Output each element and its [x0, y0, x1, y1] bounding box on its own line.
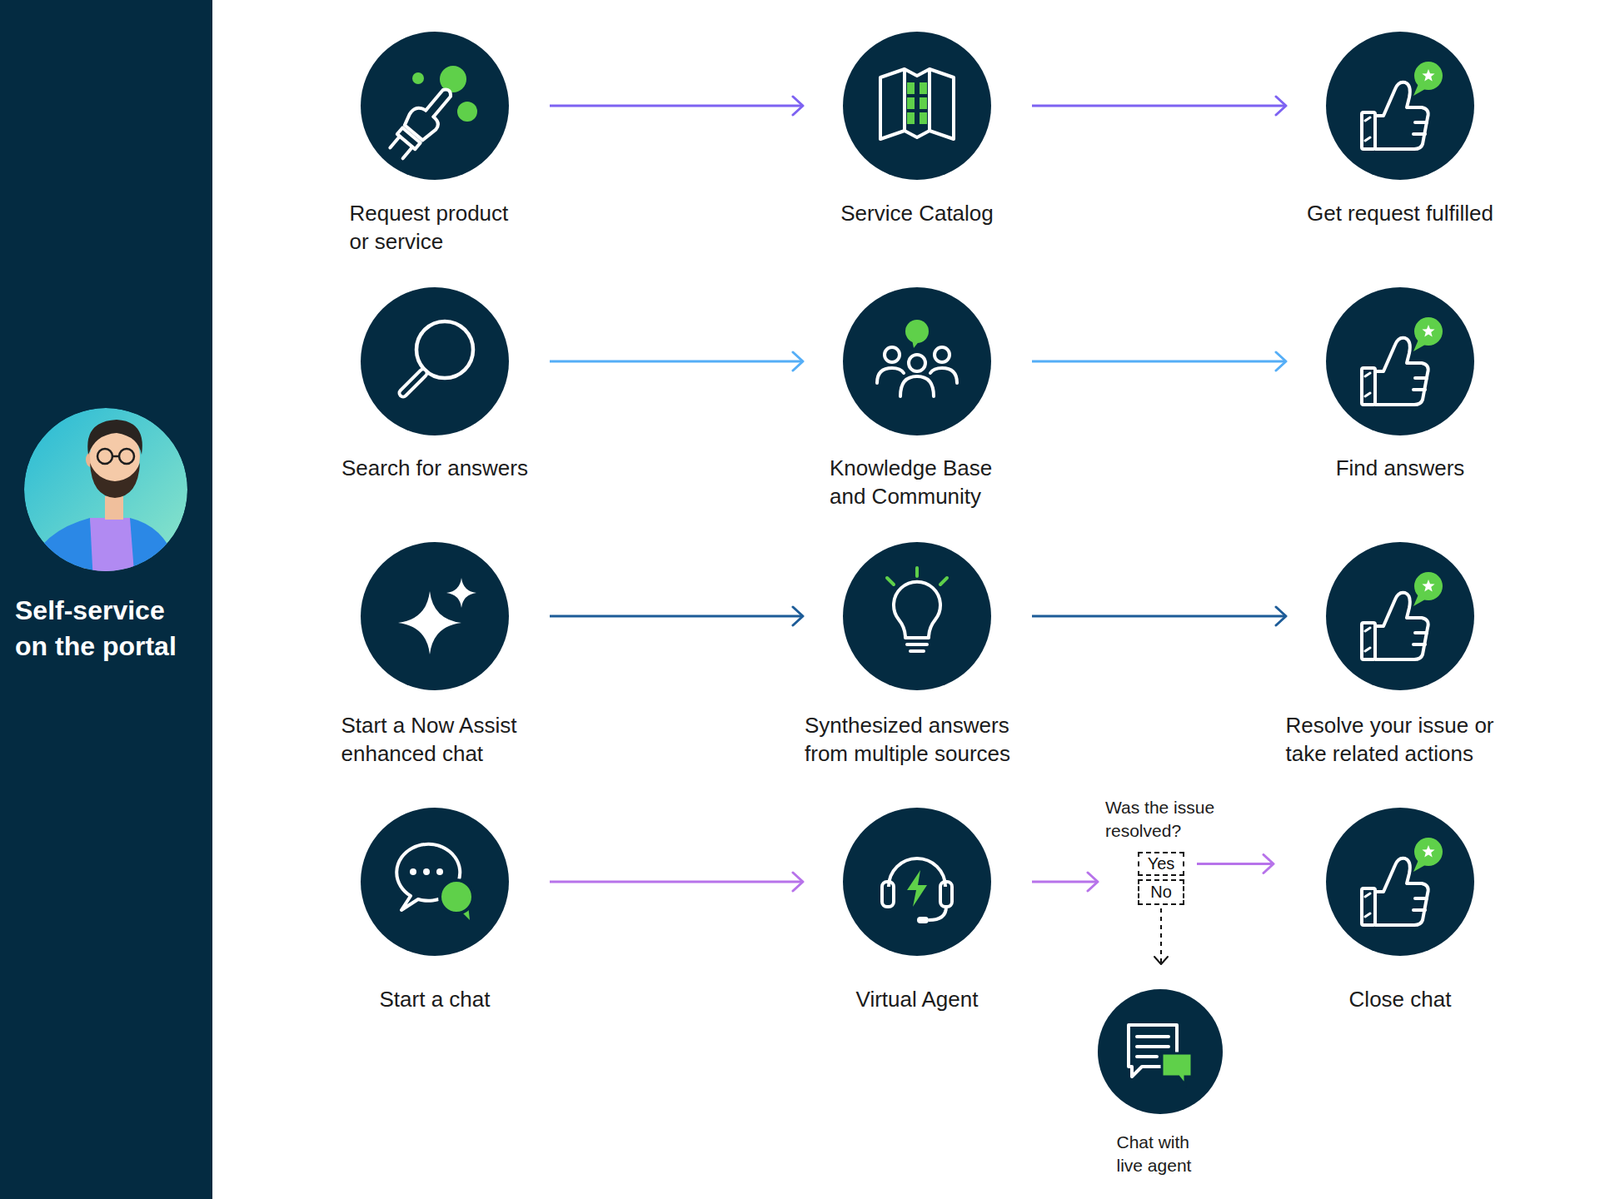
step-circle: Request product or service — [360, 31, 509, 180]
step-label: Resolve your issue or take related actio… — [1285, 711, 1516, 768]
decision-question: Was the issue resolved? — [1105, 796, 1243, 843]
step-label: Service Catalog — [840, 199, 994, 228]
step-circle: Virtual Agent — [842, 807, 992, 957]
step-circle: Get request fulfilled — [1325, 31, 1475, 180]
step-circle: Knowledge Base and Community — [842, 287, 992, 436]
step-label: Knowledge Base and Community — [829, 453, 1005, 511]
choice-label: Yes — [1139, 853, 1183, 875]
step-label: Start a chat — [379, 985, 491, 1014]
flow-arrow — [1031, 104, 1286, 108]
flow-arrow — [1160, 908, 1162, 965]
flow-arrow — [549, 360, 803, 364]
flow-arrow — [1031, 881, 1098, 884]
step-circle: Start a Now Assist enhanced chat — [360, 542, 509, 691]
step-circle: Service Catalog — [842, 31, 992, 180]
step-label: Close chat — [1349, 985, 1452, 1014]
step-label: Find answers — [1335, 453, 1466, 483]
flow-arrow — [549, 881, 803, 884]
choice-box: No — [1137, 879, 1185, 906]
step-label: Synthesized answers from multiple source… — [804, 711, 1030, 768]
sidebar-title: Self-service on the portal — [14, 593, 203, 665]
flow-arrow — [1031, 360, 1286, 364]
sidebar-band: Self-service on the portal — [0, 0, 213, 1199]
step-circle: Start a chat — [360, 807, 509, 957]
step-label: Request product or service — [349, 199, 521, 256]
flow-arrow — [549, 104, 803, 108]
step-label: Start a Now Assist enhanced chat — [341, 711, 529, 768]
flow-arrow — [549, 615, 803, 619]
step-label: Virtual Agent — [856, 985, 979, 1014]
step-circle: Resolve your issue or take related actio… — [1325, 542, 1475, 691]
choice-box: Yes — [1137, 852, 1185, 877]
flow-arrow — [1031, 615, 1286, 619]
step-circle: Chat with live agent — [1097, 989, 1223, 1115]
step-circle: Close chat — [1325, 807, 1475, 957]
step-circle: Find answers — [1325, 287, 1475, 436]
step-circle: Search for answers — [360, 287, 509, 436]
step-label: Chat with live agent — [1116, 1131, 1205, 1178]
choice-label: No — [1139, 881, 1183, 904]
flow-arrow — [1196, 862, 1274, 866]
decision-group: Was the issue resolved? YesNo — [1101, 796, 1247, 909]
step-label: Search for answers — [341, 453, 529, 483]
step-circle: Synthesized answers from multiple source… — [842, 542, 992, 691]
step-label: Get request fulfilled — [1306, 199, 1494, 228]
